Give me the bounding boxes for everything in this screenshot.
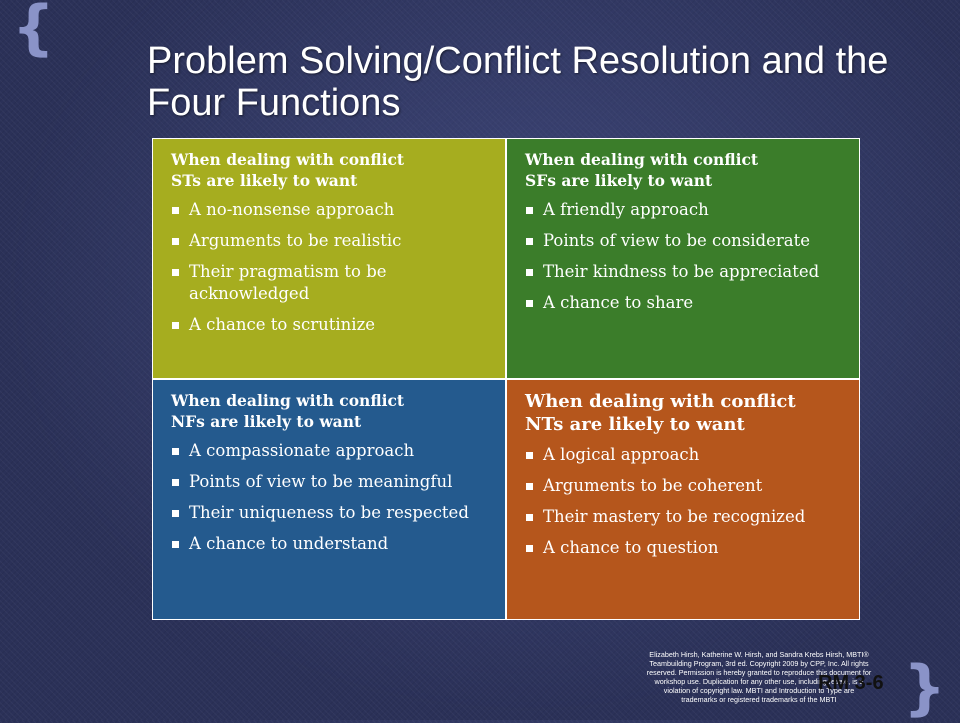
quadrant-nf-heading-line1: When dealing with conflict: [171, 391, 405, 410]
quadrant-sf-list: A friendly approach Points of view to be…: [525, 199, 847, 314]
list-item: Their kindness to be appreciated: [525, 261, 847, 283]
quadrant-sf-heading-line2: SFs are likely to want: [525, 171, 713, 190]
list-item: A chance to understand: [171, 533, 493, 555]
quadrant-nf-list: A compassionate approach Points of view …: [171, 440, 493, 555]
list-item: A chance to scrutinize: [171, 314, 493, 336]
quadrant-st-heading: When dealing with conflict STs are likel…: [171, 149, 493, 191]
quadrant-sf-heading: When dealing with conflict SFs are likel…: [525, 149, 847, 191]
list-item: Arguments to be realistic: [171, 230, 493, 252]
functions-grid: When dealing with conflict STs are likel…: [152, 138, 860, 620]
quadrant-nt-heading-line2: NTs are likely to want: [525, 414, 745, 435]
corner-brace-top-left: {: [12, 0, 55, 63]
list-item: A compassionate approach: [171, 440, 493, 462]
list-item: Their pragmatism to be acknowledged: [171, 261, 493, 305]
list-item: Arguments to be coherent: [525, 475, 847, 497]
page-label: RM 3-6: [818, 672, 884, 694]
quadrant-sf-heading-line1: When dealing with conflict: [525, 150, 759, 169]
quadrant-st-list: A no-nonsense approach Arguments to be r…: [171, 199, 493, 336]
quadrant-nt-list: A logical approach Arguments to be coher…: [525, 444, 847, 559]
quadrant-nt-heading: When dealing with conflict NTs are likel…: [525, 390, 847, 436]
list-item: Their uniqueness to be respected: [171, 502, 493, 524]
corner-brace-bottom-right: }: [903, 653, 946, 723]
quadrant-st: When dealing with conflict STs are likel…: [153, 139, 505, 378]
quadrant-st-heading-line1: When dealing with conflict: [171, 150, 405, 169]
quadrant-st-heading-line2: STs are likely to want: [171, 171, 358, 190]
quadrant-nf: When dealing with conflict NFs are likel…: [153, 380, 505, 619]
quadrant-sf: When dealing with conflict SFs are likel…: [507, 139, 859, 378]
copyright-citation: Elizabeth Hirsh, Katherine W. Hirsh, and…: [646, 650, 872, 704]
list-item: Points of view to be considerate: [525, 230, 847, 252]
quadrant-nf-heading: When dealing with conflict NFs are likel…: [171, 390, 493, 432]
list-item: A chance to share: [525, 292, 847, 314]
list-item: A no-nonsense approach: [171, 199, 493, 221]
quadrant-nt: When dealing with conflict NTs are likel…: [507, 380, 859, 619]
list-item: Points of view to be meaningful: [171, 471, 493, 493]
list-item: Their mastery to be recognized: [525, 506, 847, 528]
list-item: A chance to question: [525, 537, 847, 559]
quadrant-nf-heading-line2: NFs are likely to want: [171, 412, 362, 431]
list-item: A friendly approach: [525, 199, 847, 221]
list-item: A logical approach: [525, 444, 847, 466]
slide-title: Problem Solving/Conflict Resolution and …: [147, 40, 889, 124]
quadrant-nt-heading-line1: When dealing with conflict: [525, 391, 796, 412]
